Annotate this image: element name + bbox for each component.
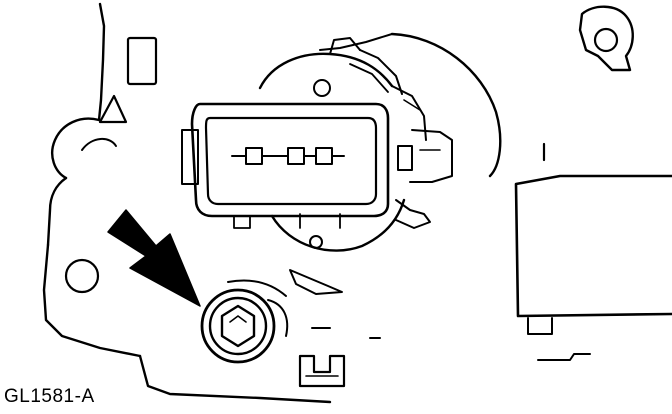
hex-bolt bbox=[200, 288, 276, 364]
mounting-bracket bbox=[42, 2, 332, 404]
connector-pin-1 bbox=[231, 147, 263, 165]
connector-pin-3 bbox=[303, 147, 345, 165]
connector-pin-2 bbox=[261, 147, 305, 165]
adjacent-module bbox=[514, 142, 672, 361]
electrical-connector bbox=[181, 102, 390, 229]
wire-clip bbox=[298, 354, 346, 388]
sensor-body bbox=[258, 32, 502, 252]
figure-caption: GL1581-A bbox=[4, 386, 95, 407]
top-right-fitting bbox=[578, 5, 634, 72]
bracket-tab bbox=[289, 269, 381, 339]
indicator-arrow bbox=[107, 209, 201, 307]
